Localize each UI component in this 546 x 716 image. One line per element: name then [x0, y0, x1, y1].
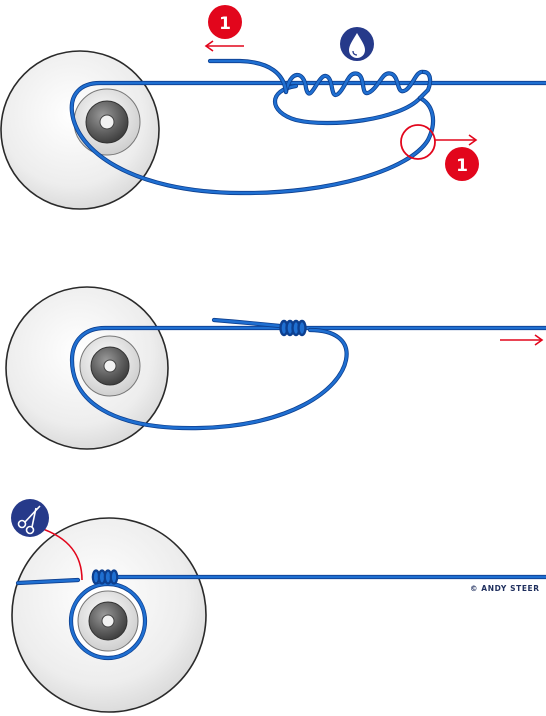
step-1-top-marker: 1 [208, 5, 242, 39]
pull-left-arrow-icon [204, 40, 244, 52]
pull-right-arrow-icon [500, 334, 544, 346]
panel-step-3: © ANDY STEER [11, 499, 546, 713]
fishing-line [69, 58, 546, 196]
step-1-right-marker-number: 1 [456, 156, 468, 176]
water-drop-icon [340, 27, 374, 61]
panel-step-1: 1 1 [0, 5, 546, 210]
cut-pointer-line [39, 527, 83, 581]
highlight-ring [400, 124, 436, 160]
spool [0, 50, 160, 210]
tightened-knot [279, 319, 307, 337]
step-1-top-marker-number: 1 [219, 14, 231, 34]
trimmed-knot [91, 569, 119, 585]
pull-right-arrow-icon [435, 134, 478, 146]
copyright-credit: © ANDY STEER [470, 584, 540, 593]
spool [11, 517, 207, 713]
step-1-right-marker: 1 [445, 147, 479, 181]
scissors-icon [11, 499, 49, 537]
fishing-line [69, 317, 546, 431]
panel-step-2 [5, 286, 546, 450]
fishing-line [15, 574, 546, 586]
